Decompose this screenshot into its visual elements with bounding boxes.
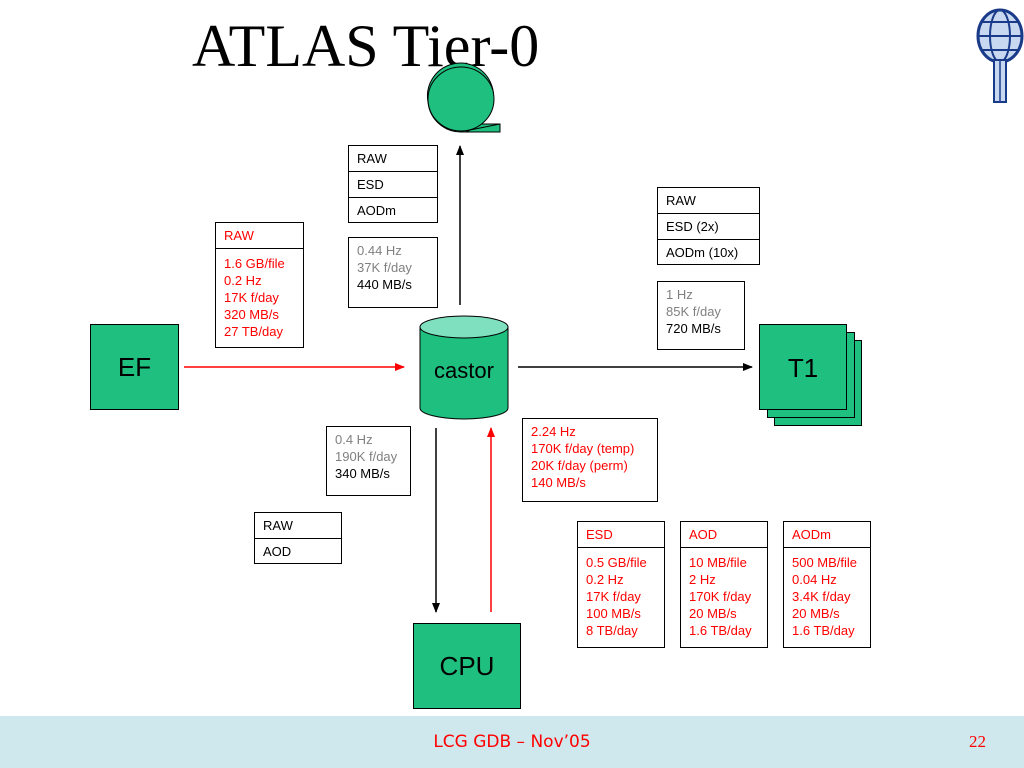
cpu-input-formats-box: RAW AOD (254, 512, 342, 564)
stat-line: 20K f/day (perm) (531, 458, 628, 473)
tape-storage-icon (426, 62, 501, 133)
ef-label: EF (117, 351, 152, 382)
stat-line: 0.44 Hz (357, 243, 402, 258)
ef-raw-header: RAW (216, 223, 303, 249)
stat-line: 720 MB/s (666, 321, 721, 336)
format-row: RAW (658, 188, 759, 214)
product-box-esd: ESD 0.5 GB/file 0.2 Hz 17K f/day 100 MB/… (577, 521, 665, 648)
stat-line: 2 Hz (689, 572, 716, 587)
tape-formats-box: RAW ESD AODm (348, 145, 438, 223)
stat-line: 1.6 TB/day (792, 623, 855, 638)
stat-line: 20 MB/s (689, 606, 737, 621)
stat-line: 170K f/day (temp) (531, 441, 635, 456)
footer-bar: LCG GDB – Nov’05 22 (0, 716, 1024, 768)
format-row: AODm (10x) (666, 245, 739, 260)
stat-line: 37K f/day (357, 260, 412, 275)
ef-raw-stats: 1.6 GB/file 0.2 Hz 17K f/day 320 MB/s 27… (216, 249, 303, 344)
product-header: AODm (784, 522, 870, 548)
stat-line: 1.6 GB/file (224, 256, 285, 271)
cpu-node: CPU (413, 623, 521, 709)
stat-line: 0.4 Hz (335, 432, 373, 447)
stat-line: 0.5 GB/file (586, 555, 647, 570)
product-box-aod: AOD 10 MB/file 2 Hz 170K f/day 20 MB/s 1… (680, 521, 768, 648)
format-row: ESD (349, 172, 437, 198)
stat-line: 170K f/day (689, 589, 752, 604)
stat-line: 3.4K f/day (792, 589, 851, 604)
stat-line: 0.04 Hz (792, 572, 837, 587)
format-row: RAW (349, 146, 437, 172)
cpu-label: CPU (439, 650, 495, 681)
stat-line: 8 TB/day (586, 623, 638, 638)
cpu-input-stats-box: 0.4 Hz 190K f/day 340 MB/s (326, 426, 411, 496)
stat-line: 10 MB/file (689, 555, 747, 570)
stat-line: 17K f/day (224, 290, 279, 305)
format-row: RAW (255, 513, 341, 539)
format-row: AOD (263, 544, 292, 559)
stat-line: 340 MB/s (335, 466, 390, 481)
stat-line: 2.24 Hz (531, 424, 576, 439)
castor-label: castor (434, 358, 494, 383)
stat-line: 1.6 TB/day (689, 623, 752, 638)
tape-stats-box: 0.44 Hz 37K f/day 440 MB/s (348, 237, 438, 308)
stat-line: 0.2 Hz (224, 273, 262, 288)
stat-line: 1 Hz (666, 287, 693, 302)
stat-line: 20 MB/s (792, 606, 840, 621)
stat-line: 17K f/day (586, 589, 641, 604)
ef-raw-box: RAW 1.6 GB/file 0.2 Hz 17K f/day 320 MB/… (215, 222, 304, 348)
stat-line: 0.2 Hz (586, 572, 624, 587)
stat-line: 500 MB/file (792, 555, 858, 570)
t1-node: T1 (759, 324, 847, 410)
stat-line: 140 MB/s (531, 475, 586, 490)
stat-line: 27 TB/day (224, 324, 284, 339)
stat-line: 440 MB/s (357, 277, 412, 292)
stat-line: 85K f/day (666, 304, 721, 319)
format-row: AODm (357, 203, 396, 218)
stat-line: 190K f/day (335, 449, 398, 464)
ef-node: EF (90, 324, 179, 410)
stat-line: 320 MB/s (224, 307, 279, 322)
t1-stats-box: 1 Hz 85K f/day 720 MB/s (657, 281, 745, 350)
page-number: 22 (969, 732, 986, 751)
product-header: ESD (578, 522, 664, 548)
castor-cylinder (419, 315, 509, 420)
footer-text: LCG GDB – Nov’05 (433, 732, 591, 752)
product-box-aodm: AODm 500 MB/file 0.04 Hz 3.4K f/day 20 M… (783, 521, 871, 648)
t1-label: T1 (787, 353, 819, 383)
cpu-output-stats-box: 2.24 Hz 170K f/day (temp) 20K f/day (per… (522, 418, 658, 502)
stat-line: 100 MB/s (586, 606, 641, 621)
page-title: ATLAS Tier-0 (192, 13, 540, 79)
format-row: ESD (2x) (658, 214, 759, 240)
product-header: AOD (681, 522, 767, 548)
t1-formats-box: RAW ESD (2x) AODm (10x) (657, 187, 760, 265)
